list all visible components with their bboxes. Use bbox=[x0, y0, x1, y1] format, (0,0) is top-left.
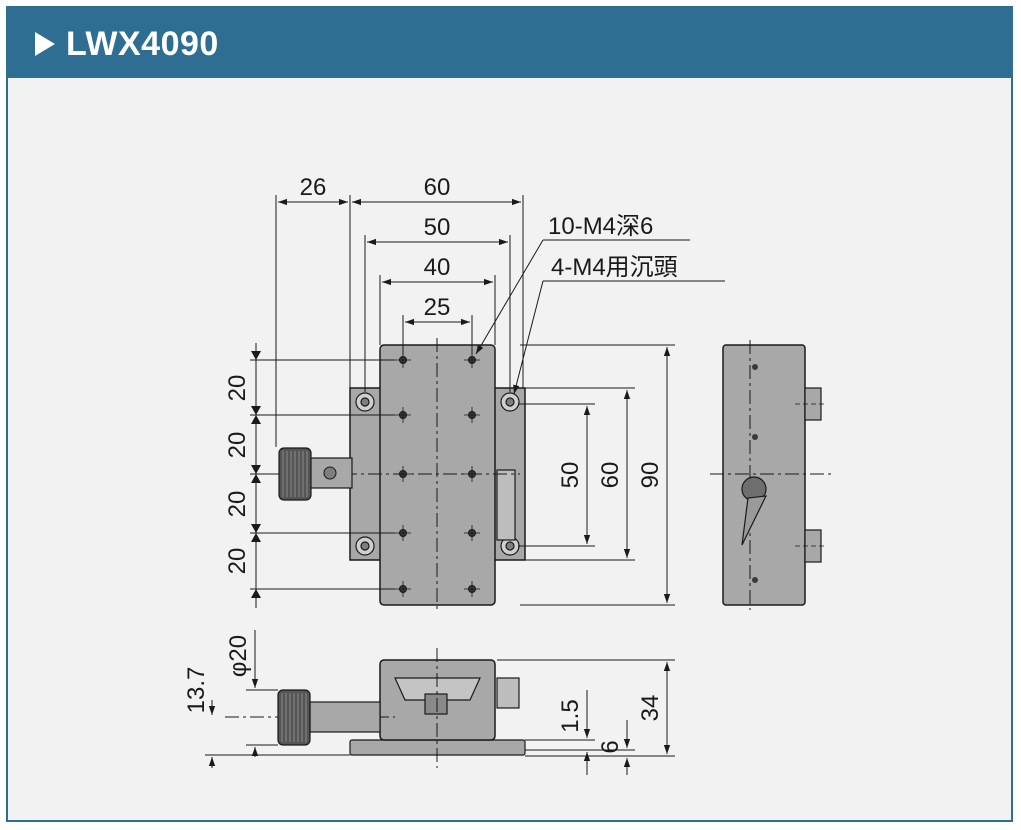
dim-50-top: 50 bbox=[424, 214, 451, 241]
dim-1-5: 1.5 bbox=[557, 699, 584, 732]
dim-25-top: 25 bbox=[424, 294, 451, 321]
front-dimensions bbox=[205, 630, 675, 775]
dim-50-right: 50 bbox=[557, 462, 584, 489]
dim-60-top: 60 bbox=[424, 174, 451, 201]
side-view bbox=[710, 340, 835, 610]
counterbore-holes bbox=[355, 392, 520, 556]
dim-40-top: 40 bbox=[424, 254, 451, 281]
top-view: 26 60 50 40 25 20 20 20 20 bbox=[224, 174, 725, 612]
callout-leaders bbox=[475, 239, 725, 395]
dim-phi20: φ20 bbox=[225, 635, 252, 677]
dim-20-d: 20 bbox=[224, 548, 251, 575]
top-dimensions bbox=[275, 195, 524, 447]
callout-counterbore: 4-M4用沉頭 bbox=[551, 254, 678, 281]
front-view: φ20 13.7 1.5 6 34 bbox=[183, 630, 675, 775]
dim-13-7: 13.7 bbox=[183, 667, 210, 714]
dim-26: 26 bbox=[300, 174, 327, 201]
left-pitch-dimensions bbox=[250, 343, 395, 608]
dim-20-a: 20 bbox=[224, 375, 251, 402]
play-triangle-icon bbox=[35, 32, 55, 56]
right-dimensions bbox=[518, 344, 675, 606]
dim-6: 6 bbox=[597, 740, 624, 753]
dim-90-right: 90 bbox=[637, 462, 664, 489]
dim-60-right: 60 bbox=[597, 462, 624, 489]
lock-lever bbox=[496, 469, 516, 541]
product-title: LWX4090 bbox=[66, 25, 219, 63]
callout-tapped-holes: 10-M4深6 bbox=[548, 213, 653, 240]
dim-34: 34 bbox=[637, 695, 664, 722]
header-bar: LWX4090 bbox=[8, 8, 1011, 78]
dim-20-b: 20 bbox=[224, 432, 251, 459]
dim-20-c: 20 bbox=[224, 491, 251, 518]
